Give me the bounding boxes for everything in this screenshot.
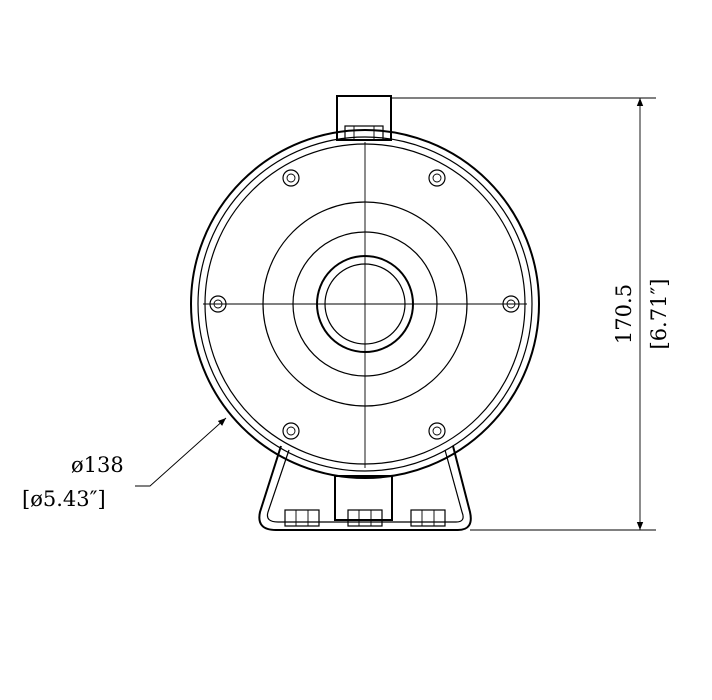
screw-icon <box>428 169 446 187</box>
screw-icon <box>209 295 227 313</box>
screw-icon <box>282 169 300 187</box>
height-dimension: 170.5 [6.71″] <box>391 97 671 531</box>
top-connector <box>336 95 392 141</box>
screw-icon <box>282 422 300 440</box>
center-lines <box>203 142 527 468</box>
screw-icon <box>502 295 520 313</box>
mounting-bracket <box>258 445 472 531</box>
height-metric-label: 170.5 <box>612 284 636 344</box>
diameter-imperial-label: [ø5.43″] <box>22 487 106 511</box>
screw-icon <box>428 422 446 440</box>
screws <box>209 169 520 440</box>
diameter-metric-label: ø138 <box>71 453 124 477</box>
diameter-dimension: ø138 [ø5.43″] <box>22 417 227 511</box>
height-imperial-label: [6.71″] <box>647 279 671 350</box>
